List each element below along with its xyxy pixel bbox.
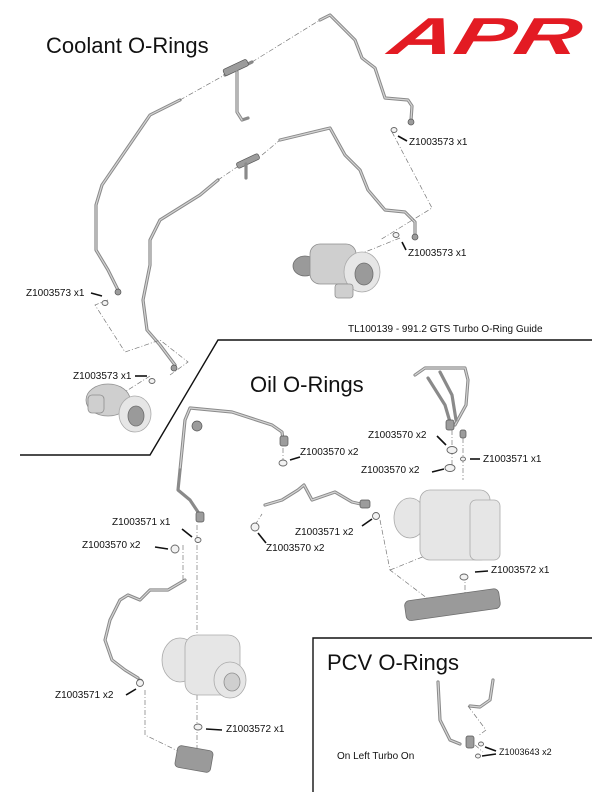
part-label: Z1003572 x1 — [226, 724, 284, 735]
part-qty: x1 — [73, 288, 85, 299]
part-qty: x1 — [530, 454, 542, 465]
part-label: Z1003572 x1 — [491, 565, 549, 576]
part-qty: x1 — [273, 724, 285, 735]
part-qty: x2 — [347, 447, 359, 458]
part-number: Z1003570 — [361, 465, 407, 476]
oil-turbo-right — [393, 489, 501, 621]
part-label: Z1003571 x2 — [295, 527, 353, 538]
apr-logo: APR — [380, 8, 588, 66]
part-label: Z1003573 x1 — [73, 371, 131, 382]
part-label: Z1003571 x1 — [483, 454, 541, 465]
part-number: Z1003571 — [112, 517, 158, 528]
part-qty: x2 — [313, 543, 325, 554]
coolant-section-title: Coolant O-Rings — [46, 33, 209, 58]
part-number: Z1003573 — [26, 288, 72, 299]
part-qty: x1 — [456, 137, 468, 148]
part-label: Z1003573 x1 — [409, 137, 467, 148]
part-number: Z1003570 — [300, 447, 346, 458]
oil-turbo-left — [161, 634, 247, 773]
part-qty: x1 — [120, 371, 132, 382]
part-qty: x2 — [542, 747, 552, 757]
part-qty: x2 — [129, 540, 141, 551]
pcv-note: On Left Turbo On — [337, 751, 415, 762]
part-label: Z1003571 x1 — [112, 517, 170, 528]
coolant-pipes — [94, 13, 433, 396]
part-number: Z1003573 — [73, 371, 119, 382]
part-qty: x2 — [408, 465, 420, 476]
part-number: Z1003570 — [266, 543, 312, 554]
part-label: Z1003573 x1 — [408, 248, 466, 259]
part-number: Z1003571 — [295, 527, 341, 538]
part-number: Z1003573 — [408, 248, 454, 259]
pcv-parts — [436, 678, 495, 759]
guide-title: TL100139 - 991.2 GTS Turbo O-Ring Guide — [348, 324, 543, 335]
part-number: Z1003572 — [491, 565, 537, 576]
part-label: Z1003643 x2 — [499, 747, 552, 757]
part-label: Z1003570 x2 — [368, 430, 426, 441]
part-number: Z1003570 — [368, 430, 414, 441]
part-number: Z1003572 — [226, 724, 272, 735]
part-number: Z1003570 — [82, 540, 128, 551]
pcv-section-border — [312, 637, 592, 792]
part-qty: x2 — [342, 527, 354, 538]
part-number: Z1003571 — [55, 690, 101, 701]
part-qty: x1 — [538, 565, 550, 576]
part-label: Z1003573 x1 — [26, 288, 84, 299]
part-qty: x2 — [415, 430, 427, 441]
part-label: Z1003570 x2 — [361, 465, 419, 476]
part-qty: x1 — [159, 517, 171, 528]
apr-logo-text: APR — [380, 8, 588, 66]
pcv-section-title: PCV O-Rings — [327, 650, 460, 675]
part-label: Z1003570 x2 — [266, 543, 324, 554]
part-qty: x1 — [455, 248, 467, 259]
part-number: Z1003643 — [499, 747, 540, 757]
oil-section-title: Oil O-Rings — [250, 372, 364, 397]
part-label: Z1003570 x2 — [82, 540, 140, 551]
part-number: Z1003571 — [483, 454, 529, 465]
coolant-turbo-right — [292, 243, 381, 299]
oil-section-border — [20, 339, 592, 456]
oil-pipes — [103, 366, 470, 760]
part-number: Z1003573 — [409, 137, 455, 148]
part-label: Z1003570 x2 — [300, 447, 358, 458]
part-qty: x2 — [102, 690, 114, 701]
coolant-turbo-left — [85, 383, 152, 433]
part-label: Z1003571 x2 — [55, 690, 113, 701]
